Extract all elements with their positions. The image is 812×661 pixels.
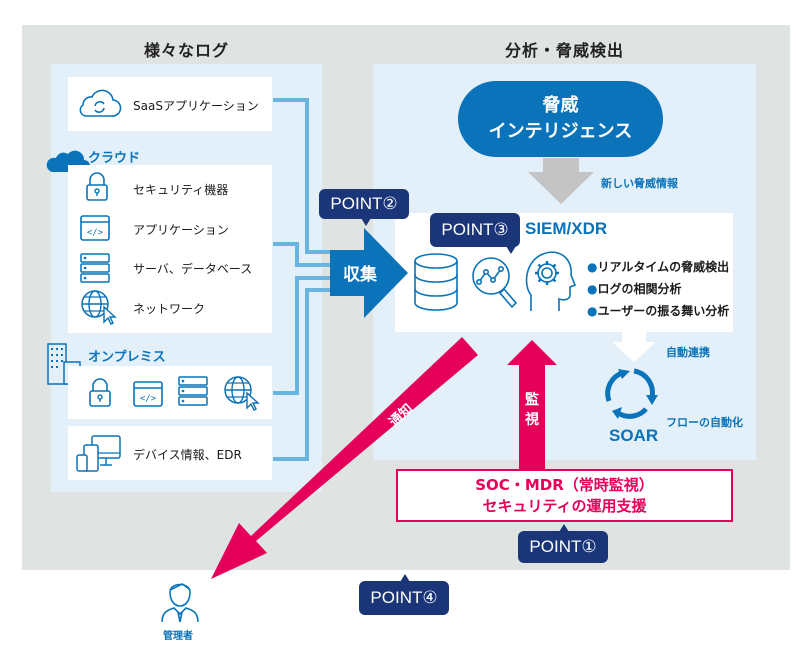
svg-text:</>: </>: [87, 228, 104, 238]
onprem-box: </>: [68, 366, 272, 419]
server-icon: [80, 253, 110, 283]
soar-label: SOAR: [609, 426, 659, 445]
auto-link-label: 自動連携: [666, 346, 710, 359]
onprem-group-label: オンプレミス: [88, 350, 166, 365]
device-box: デバイス情報、EDR: [68, 426, 272, 480]
gray-down-arrow-icon: [528, 158, 594, 204]
soar-cycle-icon: [605, 368, 658, 419]
siem-feature-3: ●ユーザーの振る舞い分析: [587, 304, 730, 318]
siem-feature-2: ●ログの相関分析: [587, 282, 682, 296]
database-icon: [414, 253, 458, 311]
devices-icon: [76, 435, 121, 472]
threat-intel-line1: 脅威: [542, 95, 579, 116]
badge-pointer: [400, 574, 410, 582]
saas-label: SaaSアプリケーション: [133, 99, 259, 113]
cloud-item-network: ネットワーク: [133, 302, 206, 316]
badge-pointer: [506, 246, 516, 254]
connector-onprem: [273, 276, 336, 395]
threat-intelligence-pill: 脅威 インテリジェンス: [458, 81, 663, 157]
soc-line2: セキュリティの運用支援: [482, 497, 647, 515]
cloud-item-security: セキュリティ機器: [133, 183, 229, 197]
cloud-item-application: アプリケーション: [133, 223, 229, 237]
collect-arrow: [330, 228, 408, 318]
network-globe-icon: [81, 290, 117, 325]
point-3-badge[interactable]: POINT③: [430, 213, 520, 254]
onprem-server-icon: [178, 376, 208, 406]
threat-intel-line2: インテリジェンス: [488, 121, 633, 142]
siem-feature-1: ●リアルタイムの脅威検出: [587, 260, 730, 274]
device-label: デバイス情報、EDR: [133, 448, 242, 462]
soc-line1: SOC・MDR（常時監視）: [475, 476, 654, 494]
new-threat-info-label: 新しい脅威情報: [601, 177, 678, 190]
administrator-icon: [161, 583, 199, 623]
cloud-item-server: サーバ、データベース: [133, 262, 253, 276]
onprem-application-icon: </>: [133, 381, 163, 407]
administrator-label: 管理者: [163, 631, 193, 642]
analysis-title: 分析・脅威検出: [504, 41, 624, 60]
point-4-badge[interactable]: POINT④: [359, 574, 449, 615]
collect-label: 収集: [343, 265, 377, 285]
saas-box: SaaSアプリケーション: [68, 77, 272, 131]
siem-title: SIEM/XDR: [525, 219, 608, 238]
application-icon: </>: [80, 215, 110, 241]
badge-pointer: [559, 524, 569, 532]
svg-text:</>: </>: [140, 394, 157, 404]
badge-pointer: [361, 218, 371, 226]
bullet-dot: ●: [587, 260, 598, 274]
onprem-lock-icon: [89, 378, 111, 407]
connector-device: [273, 288, 336, 461]
ai-head-gear-icon: [525, 251, 577, 311]
analytics-search-icon: [472, 257, 518, 309]
point-1-badge[interactable]: POINT①: [518, 524, 608, 563]
onprem-network-icon: [224, 376, 260, 411]
soc-mdr-box: SOC・MDR（常時監視） セキュリティの運用支援: [396, 469, 733, 522]
logs-title: 様々なログ: [143, 41, 229, 60]
cloud-sync-icon: [79, 89, 122, 117]
point-2-badge[interactable]: POINT②: [319, 189, 409, 226]
monitor-label: 監視: [525, 392, 539, 428]
cloud-box: セキュリティ機器 </> アプリケーション サーバ、データベース ネットワーク: [68, 165, 272, 333]
bullet-dot: ●: [587, 304, 598, 318]
lock-icon: [86, 172, 108, 201]
connector-saas: [273, 98, 336, 254]
bullet-dot: ●: [587, 282, 598, 296]
connector-cloud: [273, 242, 336, 267]
white-down-arrow-icon: [612, 332, 656, 362]
automation-label: フローの自動化: [666, 416, 743, 429]
monitor-arrow: [507, 340, 557, 470]
cloud-group-label: クラウド: [88, 151, 141, 166]
